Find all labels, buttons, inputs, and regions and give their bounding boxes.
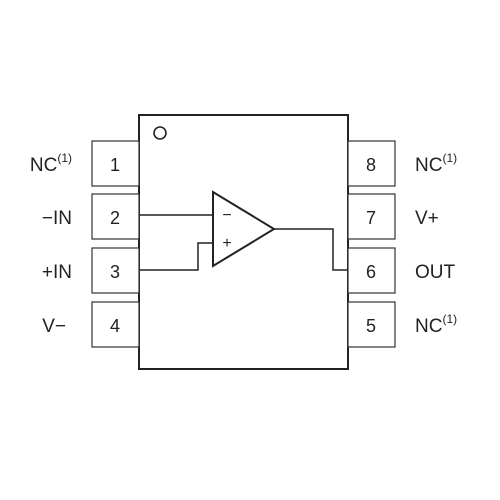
pin-label-5-footnote: (1): [442, 312, 457, 326]
pin-label-1-footnote: (1): [57, 151, 72, 165]
pin-label-6: OUT: [415, 262, 456, 283]
pin-number-4: 4: [110, 316, 120, 336]
pin-box-7: [347, 193, 396, 240]
pin-label-4: V−: [42, 316, 66, 337]
pin-label-2: −IN: [42, 208, 72, 229]
pin-number-2: 2: [110, 208, 120, 228]
wire-noninverting-input: [139, 242, 213, 271]
opamp-triangle: [212, 190, 276, 268]
pin-label-8: NC(1): [415, 151, 457, 176]
pin-label-3: +IN: [42, 262, 72, 283]
wire-output: [274, 228, 348, 271]
pin1-indicator: [153, 126, 167, 140]
pin-label-7: V+: [415, 208, 439, 229]
pin-number-3: 3: [110, 262, 120, 282]
pin-box-5: [347, 301, 396, 348]
pin-number-7: 7: [366, 208, 376, 228]
pin-label-5-text: NC: [415, 316, 442, 337]
pin-box-3: [91, 247, 140, 294]
pin-label-1-text: NC: [30, 155, 57, 176]
pin-label-8-text: NC: [415, 155, 442, 176]
pin-number-8: 8: [366, 155, 376, 175]
pin-label-5: NC(1): [415, 312, 457, 337]
pin-box-1: [91, 140, 140, 187]
opamp-plus-sign: +: [222, 235, 231, 252]
pin-box-8: [347, 140, 396, 187]
pin-box-2: [91, 193, 140, 240]
pin-label-1: NC(1): [30, 151, 72, 176]
pin-box-4: [91, 301, 140, 348]
opamp-minus-sign: −: [222, 207, 231, 224]
pin-number-6: 6: [366, 262, 376, 282]
pin-number-5: 5: [366, 316, 376, 336]
pin-label-8-footnote: (1): [442, 151, 457, 165]
pin-number-1: 1: [110, 155, 120, 175]
